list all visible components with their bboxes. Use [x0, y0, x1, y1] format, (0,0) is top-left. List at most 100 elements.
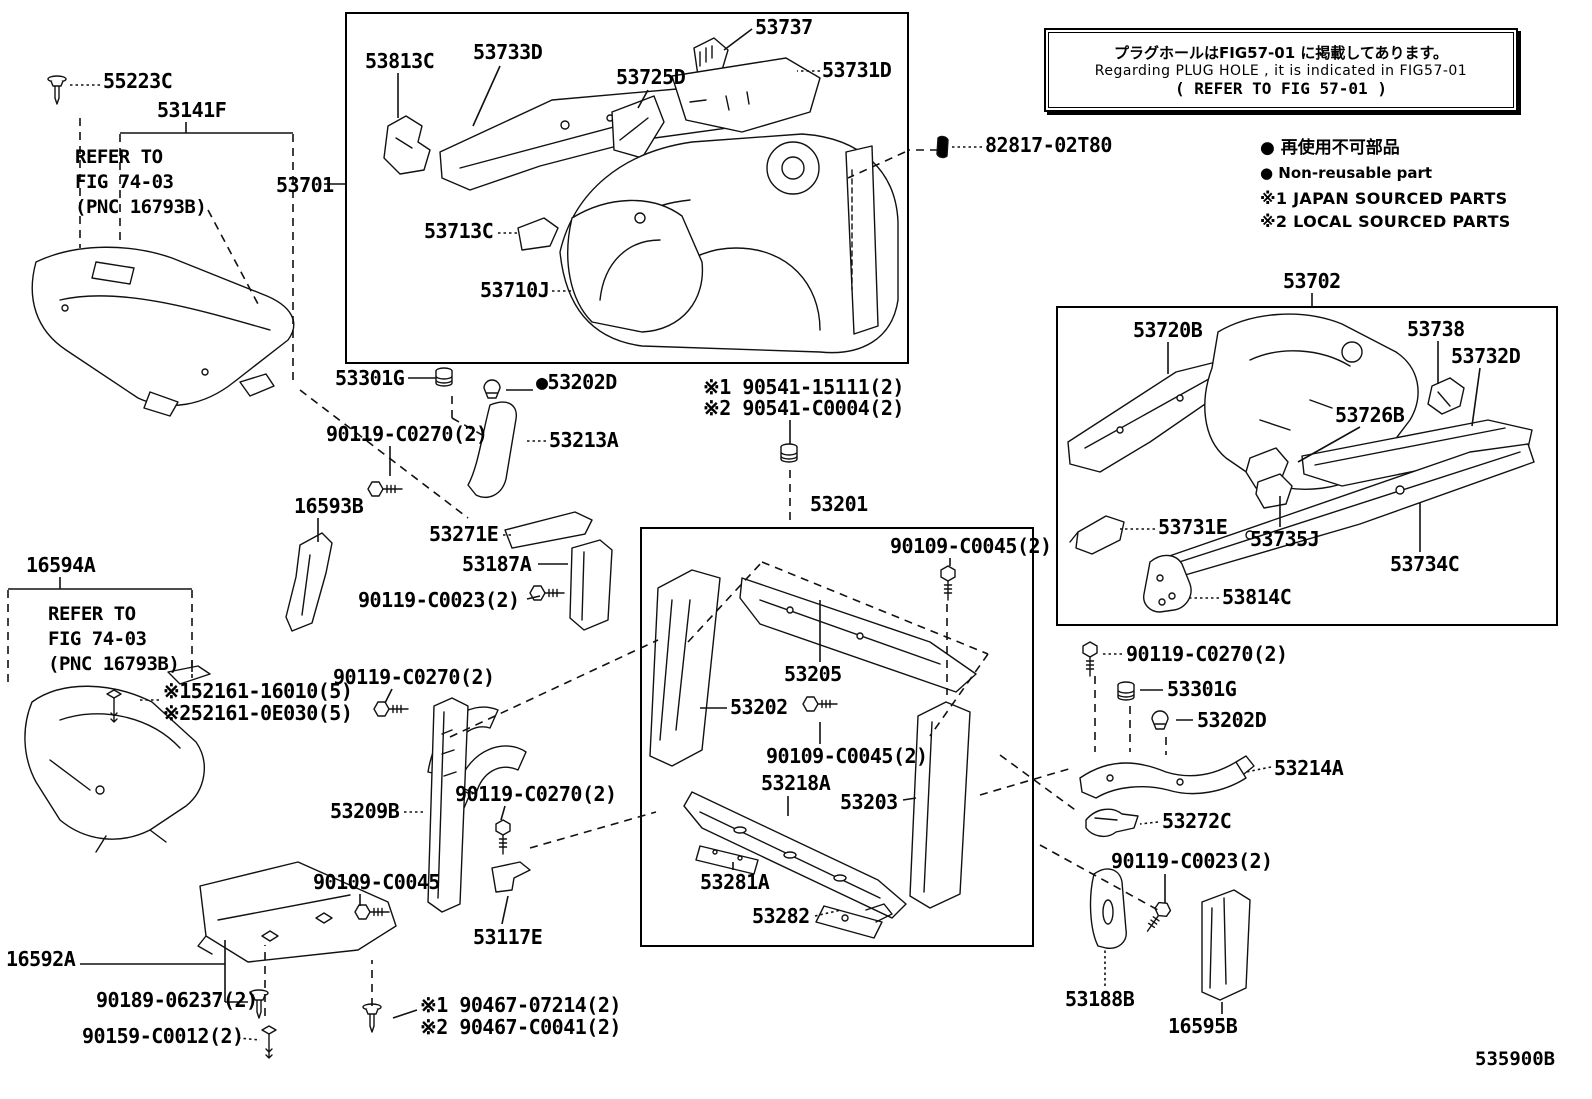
drawing-bracket-53735J [1255, 473, 1293, 509]
solid-leaders [8, 28, 1481, 1019]
refer-left-line2: FIG 74-03 [48, 628, 147, 651]
drawing-gusset-53725D [611, 95, 665, 159]
part-label-53117E: 53117E [473, 925, 543, 949]
part-label-90119-C0023-b: 90119-C0023(2) [1111, 849, 1273, 873]
drawing-clip-53272C [1085, 808, 1139, 838]
part-label-53813C: 53813C [365, 49, 435, 73]
drawing-member-53202 [649, 569, 721, 767]
part-label-90109-C0045-c: 90109-C0045 [313, 870, 440, 894]
bolt-icon-90119C0270-a [367, 481, 403, 497]
part-label-53209B: 53209B [330, 799, 400, 823]
part-label-90467-07214: ※1 90467-07214(2) [420, 993, 621, 1017]
part-label-90119-C0270-a: 90119-C0270(2) [326, 422, 488, 446]
part-label-16593B: 16593B [294, 494, 364, 518]
grommet-icon-53301G-a [435, 367, 453, 387]
drawing-bracket-53213A [467, 401, 517, 498]
dashed-construction-lines [7, 118, 1167, 1016]
refer-top-line3: (PNC 16793B) [75, 196, 207, 219]
drawing-member-53218A [683, 791, 907, 919]
assembly-box-53201 [640, 527, 1034, 947]
drawing-panel-53710J [567, 199, 704, 333]
note-line-japanese: プラグホールはFIG57-01 に掲載してあります。 [1114, 44, 1448, 62]
part-label-53732D: 53732D [1451, 344, 1521, 368]
screw-icon-90159 [261, 1025, 277, 1059]
cap-icon-53202D-b [1151, 710, 1169, 730]
drawing-grommet-82817 [936, 135, 949, 159]
refer-left-line1: REFER TO [48, 603, 136, 625]
part-label-90119-C0270-c: 90119-C0270(2) [455, 782, 617, 806]
drawing-member-53209B [427, 697, 469, 913]
figure-code: 535900B [1475, 1048, 1556, 1070]
part-label-53202D-b: 53202D [1197, 708, 1267, 732]
part-label-53203: 53203 [840, 790, 898, 814]
part-label-53720B: 53720B [1133, 318, 1203, 342]
part-label-53738: 53738 [1407, 317, 1465, 341]
part-label-90541-15111: ※1 90541-15111(2) [703, 375, 904, 399]
part-label-53735J: 53735J [1250, 527, 1320, 551]
part-label-53731E: 53731E [1158, 515, 1228, 539]
drawing-cover-16595B [1201, 889, 1251, 1001]
assembly-box-53702 [1056, 306, 1558, 626]
clip-icon-90467 [362, 1003, 382, 1033]
legend-non-reusable-en: ● Non-reusable part [1260, 164, 1433, 182]
part-label-53731D: 53731D [822, 58, 892, 82]
part-label-53702: 53702 [1283, 269, 1341, 293]
part-label-55223C: 55223C [103, 69, 173, 93]
part-label-53814C: 53814C [1222, 585, 1292, 609]
note-line-english: Regarding PLUG HOLE , it is indicated in… [1094, 63, 1468, 79]
drawing-plate-53281A [695, 845, 759, 875]
bolt-icon-90119C0270-d [1082, 641, 1098, 677]
part-label-90119-C0023-a: 90119-C0023(2) [358, 588, 520, 612]
part-label-53733D: 53733D [473, 40, 543, 64]
drawing-bracket-53738 [1427, 377, 1465, 415]
part-label-53218A: 53218A [761, 771, 831, 795]
bolt-icon-90109C0045-a [940, 565, 956, 601]
drawing-strip-53271E [504, 511, 593, 549]
part-label-53201: 53201 [810, 492, 868, 516]
part-label-16594A: 16594A [26, 553, 96, 577]
part-label-16595B: 16595B [1168, 1014, 1238, 1038]
cap-icon-53202D-a [483, 379, 501, 399]
part-label-90109-C0045-a: 90109-C0045(2) [890, 534, 1052, 558]
drawing-member-53203 [909, 701, 971, 909]
refer-note-top: REFER TO FIG 74-03 (PNC 16793B) [75, 146, 207, 221]
part-label-252161-0E030: ※252161-0E030(5) [163, 701, 353, 725]
refer-note-left: REFER TO FIG 74-03 (PNC 16793B) [48, 603, 180, 678]
drawing-bracket-53731E [1069, 515, 1125, 555]
part-label-90119-C0270-d: 90119-C0270(2) [1126, 642, 1288, 666]
part-label-90119-C0270-b: 90119-C0270(2) [333, 665, 495, 689]
grommet-icon-90541 [780, 443, 798, 463]
part-label-53214A: 53214A [1274, 756, 1344, 780]
part-label-53725D: 53725D [616, 65, 686, 89]
part-label-53282: 53282 [752, 904, 810, 928]
part-label-90467-C0041: ※2 90467-C0041(2) [420, 1015, 621, 1039]
part-label-53301G-b: 53301G [1167, 677, 1237, 701]
part-label-53710J: 53710J [480, 278, 550, 302]
drawing-cover-16594A [24, 665, 211, 853]
drawing-bracket-53117E [491, 861, 531, 893]
drawing-bracket-53713C [517, 217, 559, 251]
drawing-bracket-16593B [285, 532, 333, 632]
part-label-16592A: 16592A [6, 947, 76, 971]
legend-local-sourced: ※2 LOCAL SOURCED PARTS [1260, 212, 1511, 231]
bolt-icon-90119C0270-b [373, 701, 409, 717]
drawing-splash-shield-53141F [31, 246, 295, 417]
drawing-apron-53731D [671, 57, 821, 133]
part-label-53187A: 53187A [462, 552, 532, 576]
part-label-82817-02T80: 82817-02T80 [985, 133, 1112, 157]
part-label-53272C: 53272C [1162, 809, 1232, 833]
drawing-support-53205 [739, 577, 977, 693]
legend-japan-sourced: ※1 JAPAN SOURCED PARTS [1260, 189, 1508, 208]
note-line-refer: ( REFER TO FIG 57-01 ) [1175, 79, 1387, 98]
part-label-90189-06237: 90189-06237(2) [96, 988, 258, 1012]
drawing-bracket-53813C [383, 115, 431, 175]
part-label-53188B: 53188B [1065, 987, 1135, 1011]
drawing-rail-53720B [1067, 357, 1241, 473]
drawing-brace-53214A [1079, 755, 1255, 799]
part-label-53271E: 53271E [429, 522, 499, 546]
part-label-53734C: 53734C [1390, 552, 1460, 576]
part-label-53701: 53701 [276, 173, 334, 197]
bolt-icon-90109C0045-b [802, 696, 838, 712]
